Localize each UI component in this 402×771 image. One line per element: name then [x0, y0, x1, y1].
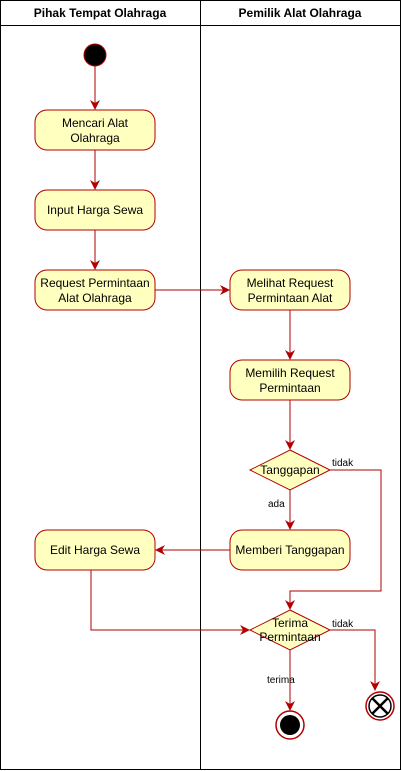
activity-request-line2: Alat Olahraga	[58, 291, 132, 305]
lane-title-left: Pihak Tempat Olahraga	[34, 6, 167, 20]
activity-memilih-request: Memilih Request Permintaan	[229, 359, 351, 401]
decision-tanggapan: Tanggapan	[248, 449, 332, 491]
activity-mencari-alat-line1: Mencari Alat	[62, 116, 129, 130]
decision-terima-permintaan: Terima Permintaan	[248, 609, 332, 651]
activity-edit-harga: Edit Harga Sewa	[34, 529, 156, 571]
activity-memilih-line2: Permintaan	[259, 381, 320, 395]
edge-tanggapan-tidak	[285, 469, 382, 610]
flow-final-node	[365, 691, 395, 721]
decision-terima-line1: Terima	[272, 616, 308, 630]
activity-mencari-alat: Mencari Alat Olahraga	[34, 109, 156, 151]
edge-edit-to-terima	[90, 570, 250, 635]
edge-terima-tidak	[330, 629, 380, 691]
decision-tanggapan-label: Tanggapan	[260, 463, 319, 477]
activity-memilih-line1: Memilih Request	[245, 366, 335, 380]
activity-request-line1: Request Permintaan	[40, 276, 149, 290]
edge-label-terima: terima	[267, 675, 295, 686]
edges	[90, 66, 382, 711]
decision-terima-line2: Permintaan	[259, 630, 320, 644]
start-node	[83, 43, 107, 67]
activity-memberi-label: Memberi Tanggapan	[235, 543, 344, 557]
activity-memberi-tanggapan: Memberi Tanggapan	[229, 529, 351, 571]
activity-melihat-request: Melihat Request Permintaan Alat	[229, 269, 351, 311]
activity-melihat-line1: Melihat Request	[247, 276, 334, 290]
end-node	[275, 710, 305, 740]
activity-input-harga-label: Input Harga Sewa	[47, 203, 143, 217]
activity-edit-label: Edit Harga Sewa	[50, 543, 140, 557]
edge-label-tidak-2: tidak	[332, 619, 354, 630]
edge-label-ada: ada	[268, 499, 285, 510]
edge-label-tidak-1: tidak	[332, 458, 354, 469]
activity-request-permintaan: Request Permintaan Alat Olahraga	[34, 269, 156, 311]
activity-melihat-line2: Permintaan Alat	[248, 291, 333, 305]
lane-title-right: Pemilik Alat Olahraga	[239, 6, 362, 20]
activity-mencari-alat-line2: Olahraga	[70, 131, 120, 145]
activity-input-harga: Input Harga Sewa	[34, 189, 156, 231]
